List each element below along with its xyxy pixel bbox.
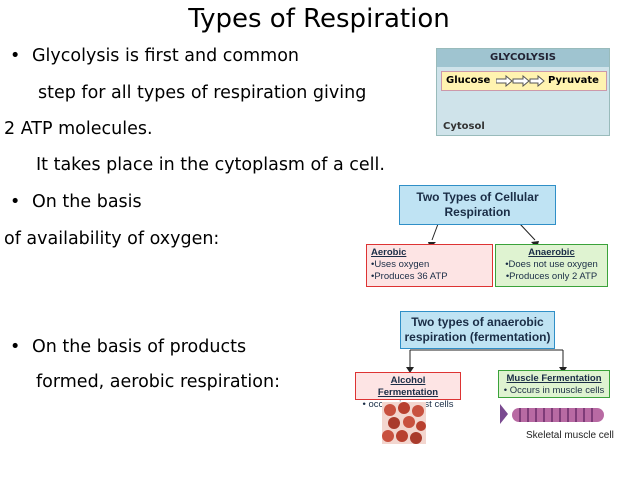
text-line-2: step for all types of respiration giving [38,83,367,103]
muscle-fermentation-box: Muscle Fermentation • Occurs in muscle c… [498,370,610,398]
anaerobic-types-box: Two types of anaerobic respiration (ferm… [400,311,555,349]
text-line-1: • Glycolysis is first and common [10,46,299,66]
two-types-box: Two Types of Cellular Respiration [399,185,556,225]
arrow-icon [496,75,545,87]
glucose-label: Glucose [446,75,491,86]
text-line-7: • On the basis of products [10,337,246,357]
text-line-8: formed, aerobic respiration: [36,372,280,392]
cytosol-label: Cytosol [443,121,485,132]
aerobic-item-1: •Uses oxygen [371,259,430,270]
aerobic-title: Aerobic [371,247,407,258]
muscle-caption: Skeletal muscle cell [526,430,614,441]
skeletal-muscle-image [500,404,604,424]
muscle-title: Muscle Fermentation [506,373,602,384]
muscle-item: • Occurs in muscle cells [503,385,605,396]
yeast-cells-image [382,402,426,444]
anaerobic-item-1: •Does not use oxygen [505,259,598,270]
glycolysis-pathway: Glucose Pyruvate [441,71,607,91]
anaerobic-title: Anaerobic [528,247,575,258]
bullet: • [10,192,21,212]
glycolysis-figure: GLYCOLYSIS Glucose Pyruvate Cytosol [436,48,610,136]
text-line-5: • On the basis [10,192,142,212]
aerobic-box: Aerobic •Uses oxygen •Produces 36 ATP [366,244,493,287]
aerobic-item-2: •Produces 36 ATP [371,271,448,282]
line-text: On the basis of products [32,337,247,357]
text-line-6: of availability of oxygen: [4,229,220,249]
pyruvate-label: Pyruvate [548,75,599,86]
diagram2-connectors [406,349,567,373]
glycolysis-header: GLYCOLYSIS [437,49,609,67]
bullet: • [10,337,21,357]
anaerobic-item-2: •Produces only 2 ATP [505,271,598,282]
text-line-4: It takes place in the cytoplasm of a cel… [36,155,385,175]
text-line-3: 2 ATP molecules. [4,119,153,139]
line-text: Glycolysis is first and common [32,46,299,66]
bullet: • [10,46,21,66]
slide-title: Types of Respiration [188,4,450,34]
anaerobic-box: Anaerobic •Does not use oxygen •Produces… [495,244,608,287]
alcohol-fermentation-box: Alcohol Fermentation • occurs in yeast c… [355,372,461,410]
line-text: On the basis [32,192,142,212]
alcohol-title: Alcohol Fermentation [377,375,439,398]
